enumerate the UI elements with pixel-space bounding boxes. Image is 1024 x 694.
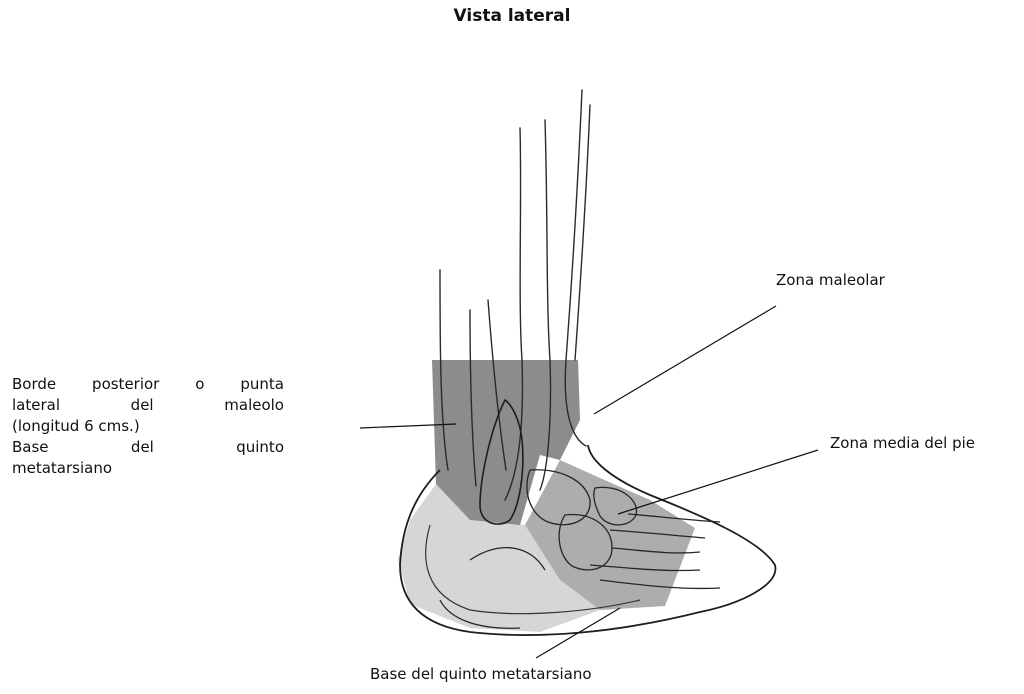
word: quinto [236, 437, 284, 458]
left-line-5: metatarsiano [12, 458, 284, 479]
left-line-3: (longitud 6 cms.) [12, 416, 284, 437]
word: o [195, 374, 204, 395]
left-line-1: Borde posterior o punta [12, 374, 284, 395]
word: Borde [12, 374, 56, 395]
word: Base [12, 437, 49, 458]
word: lateral [12, 395, 60, 416]
label-base-quinto-metatarsiano: Base del quinto metatarsiano [370, 664, 592, 685]
label-zona-maleolar: Zona maleolar [776, 270, 885, 291]
left-annotation: Borde posterior o punta lateral del male… [12, 374, 284, 479]
leader-zona-maleolar [594, 306, 776, 414]
word: punta [240, 374, 284, 395]
word: posterior [92, 374, 159, 395]
word: maleolo [224, 395, 284, 416]
word: del [131, 395, 154, 416]
leader-zona-media [618, 450, 818, 514]
label-zona-media-del-pie: Zona media del pie [830, 433, 975, 454]
word: del [131, 437, 154, 458]
left-line-4: Base del quinto [12, 437, 284, 458]
left-line-2: lateral del maleolo [12, 395, 284, 416]
